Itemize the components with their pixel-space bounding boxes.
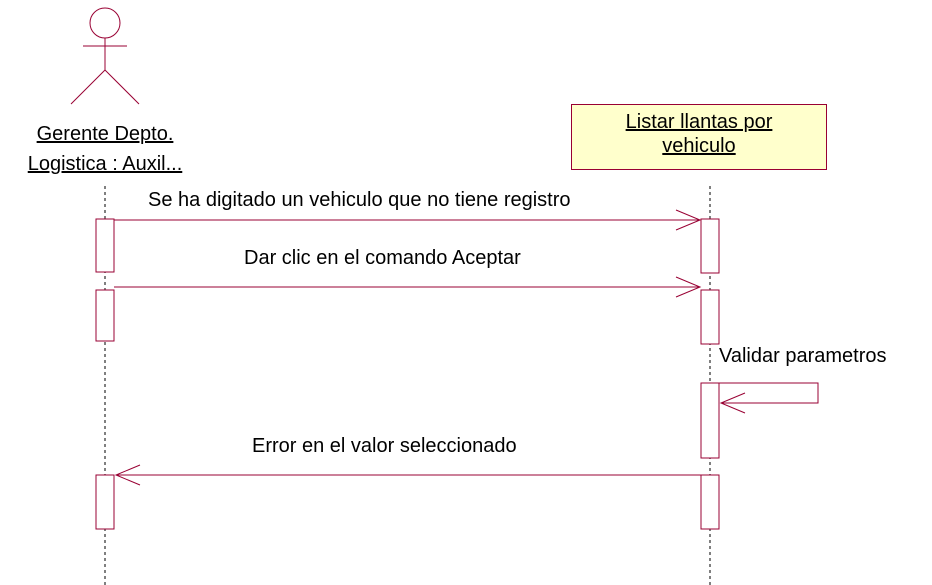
message-1-arrowhead	[675, 209, 702, 231]
object-box: Listar llantas por vehiculo	[571, 104, 827, 170]
message-3-label: Validar parametros	[719, 345, 887, 367]
actor-name-line1: Gerente Depto.	[36, 123, 174, 145]
message-2-label: Dar clic en el comando Aceptar	[244, 247, 521, 269]
message-3-arrowhead	[719, 392, 746, 414]
message-4-label: Error en el valor seleccionado	[252, 435, 517, 457]
actor-activation-2	[95, 289, 115, 342]
message-1-label: Se ha digitado un vehiculo que no tiene …	[148, 189, 571, 211]
actor-activation-1	[95, 218, 115, 273]
object-activation-3	[700, 382, 720, 459]
actor-figure	[70, 7, 140, 105]
message-2-arrowhead	[675, 276, 702, 298]
actor-head	[89, 7, 121, 39]
message-3-self-line	[719, 382, 819, 404]
object-activation-4	[700, 474, 720, 530]
actor-leg-right	[104, 69, 140, 105]
object-activation-2	[700, 289, 720, 345]
object-name-line1: Listar llantas por	[625, 111, 773, 133]
actor-name-line2: Logistica : Auxil...	[27, 153, 183, 175]
actor-leg-left	[70, 69, 106, 105]
actor-activation-3	[95, 474, 115, 530]
object-name-line2: vehiculo	[662, 135, 736, 157]
message-4-arrowhead	[114, 464, 141, 486]
object-activation-1	[700, 218, 720, 274]
